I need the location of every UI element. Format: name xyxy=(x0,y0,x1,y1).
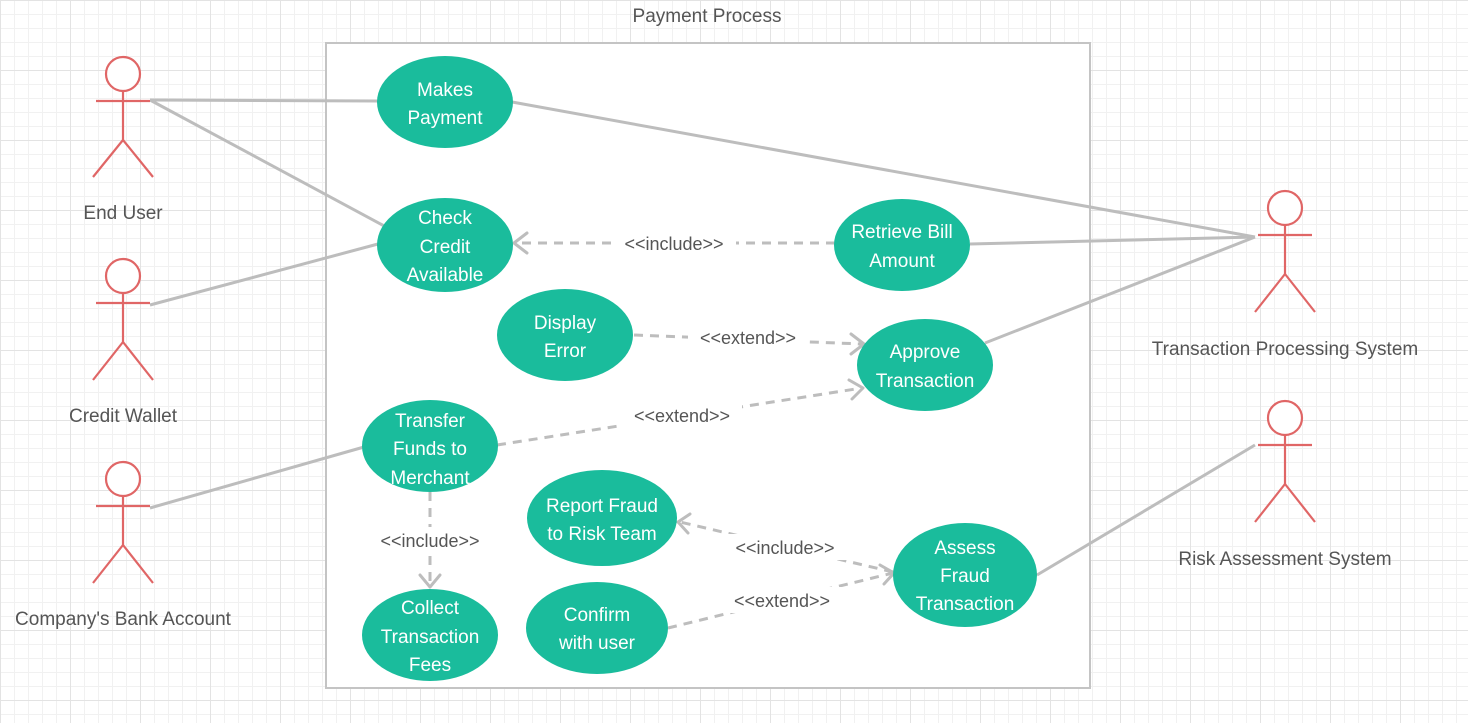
use-case-label: Makes xyxy=(417,80,473,101)
use-case-label: Approve xyxy=(890,342,961,363)
use-case-label: Fees xyxy=(409,655,451,676)
use-case-label: Transaction xyxy=(916,594,1015,615)
stick-figure-icon xyxy=(1254,189,1316,313)
use-case-label: Payment xyxy=(408,108,484,129)
actor-company-bank-account[interactable]: Company's Bank Account xyxy=(15,460,232,630)
use-case-label: Transaction xyxy=(381,627,480,648)
use-case-report-fraud[interactable]: Report Fraud to Risk Team xyxy=(527,470,677,566)
assoc-makespayment-tps xyxy=(511,100,1256,239)
assoc-enduser-checkcredit xyxy=(149,98,389,230)
rel-label-include: <<include>> xyxy=(624,234,723,254)
use-case-label: Error xyxy=(544,341,587,362)
rel-label-include: <<include>> xyxy=(380,531,479,551)
rel-label-extend: <<extend>> xyxy=(634,406,730,426)
use-case-label: Transfer xyxy=(395,411,466,432)
use-case-label: with user xyxy=(558,633,636,654)
arrowhead-approve-2 xyxy=(847,378,865,401)
use-case-label: Fraud xyxy=(940,566,990,587)
use-case-label: Transaction xyxy=(876,371,975,392)
use-case-label: Merchant xyxy=(390,468,470,489)
actor-label: Transaction Processing System xyxy=(1152,339,1418,360)
use-case-retrieve-bill[interactable]: Retrieve Bill Amount xyxy=(834,199,970,291)
use-case-label: Check xyxy=(418,208,472,229)
actor-credit-wallet[interactable]: Credit Wallet xyxy=(69,257,178,427)
actor-label: Risk Assessment System xyxy=(1178,549,1391,570)
associations xyxy=(149,98,1256,577)
use-case-label: Amount xyxy=(869,251,935,272)
actor-risk-assessment-system[interactable]: Risk Assessment System xyxy=(1178,399,1392,570)
relationship-labels: <<include>> <<extend>> <<extend>> <<incl… xyxy=(368,230,847,613)
arrowhead-check-credit xyxy=(512,231,529,255)
use-case-label: Retrieve Bill xyxy=(851,222,952,243)
use-case-approve-transaction[interactable]: Approve Transaction xyxy=(857,319,993,411)
use-case-label: Collect xyxy=(401,598,460,619)
arrowhead-report xyxy=(676,512,692,535)
arrowhead-collect xyxy=(418,573,442,589)
use-case-label: Display xyxy=(534,313,597,334)
use-case-check-credit[interactable]: Check Credit Available xyxy=(377,198,513,292)
use-case-label: Funds to xyxy=(393,439,467,460)
assoc-approve-tps xyxy=(984,235,1256,345)
use-case-label: Credit xyxy=(420,237,471,258)
actor-label: Credit Wallet xyxy=(69,406,178,427)
use-case-label: Report Fraud xyxy=(546,496,658,517)
actor-end-user[interactable]: End User xyxy=(83,55,163,224)
assoc-assess-ras xyxy=(1036,443,1256,577)
use-case-assess-fraud[interactable]: Assess Fraud Transaction xyxy=(893,523,1037,627)
rel-label-include: <<include>> xyxy=(735,538,834,558)
use-case-label: to Risk Team xyxy=(547,524,656,545)
stick-figure-icon xyxy=(1254,399,1316,523)
use-case-collect-fees[interactable]: Collect Transaction Fees xyxy=(362,589,498,681)
use-case-transfer-funds[interactable]: Transfer Funds to Merchant xyxy=(362,400,498,492)
stick-figure-icon xyxy=(92,55,154,178)
assoc-enduser-makespayment xyxy=(149,98,379,103)
use-case-display-error[interactable]: Display Error xyxy=(497,289,633,381)
actor-label: Company's Bank Account xyxy=(15,609,232,630)
use-case-label: Available xyxy=(407,265,484,286)
assoc-bank-transfer xyxy=(149,445,365,510)
stick-figure-icon xyxy=(92,257,154,381)
assoc-wallet-checkcredit xyxy=(149,242,379,307)
use-case-confirm-user[interactable]: Confirm with user xyxy=(526,582,668,674)
use-case-makes-payment[interactable]: Makes Payment xyxy=(377,56,513,148)
diagram-title: Payment Process xyxy=(633,6,782,27)
actor-transaction-processing-system[interactable]: Transaction Processing System xyxy=(1152,189,1418,360)
arrowhead-approve-1 xyxy=(849,332,866,356)
dep-assess-report xyxy=(679,520,894,574)
stick-figure-icon xyxy=(92,460,154,584)
rel-label-extend: <<extend>> xyxy=(734,591,830,611)
use-case-label: Assess xyxy=(934,538,995,559)
use-case-label: Confirm xyxy=(564,605,631,626)
assoc-retrievebill-tps xyxy=(969,235,1256,246)
actor-label: End User xyxy=(83,203,163,224)
rel-label-extend: <<extend>> xyxy=(700,328,796,348)
